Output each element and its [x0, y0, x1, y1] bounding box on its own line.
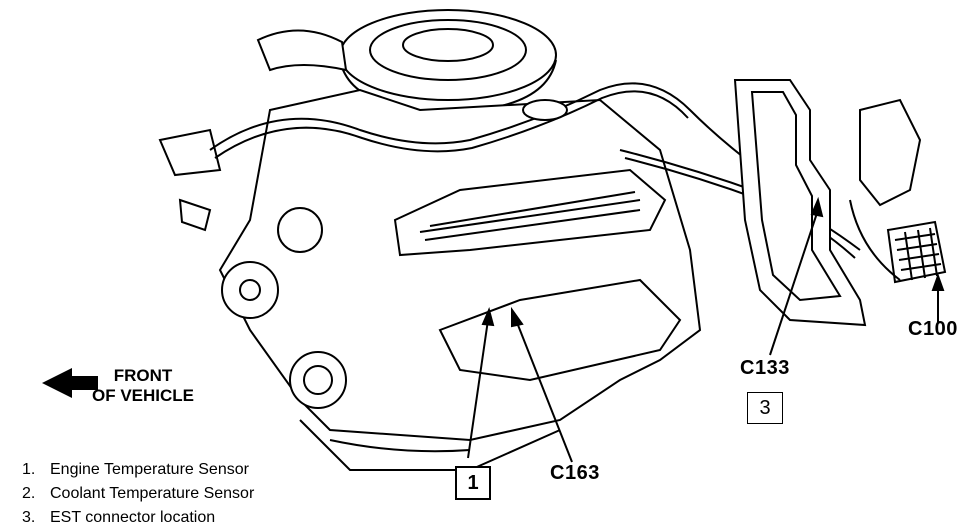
front-line-1: FRONT — [113, 366, 173, 385]
valve-cover — [393, 168, 667, 257]
legend-text: Coolant Temperature Sensor — [50, 485, 255, 502]
legend-text: Engine Temperature Sensor — [50, 461, 249, 478]
front-of-vehicle-label: FRONT OF VEHICLE — [92, 366, 194, 406]
legend-num: 2. — [22, 485, 36, 502]
callout-c100: C100 — [908, 318, 958, 340]
front-line-2: OF VEHICLE — [92, 386, 195, 405]
leader-c163 — [515, 319, 573, 463]
legend-num: 3. — [22, 509, 36, 526]
harmonic-balancer — [289, 351, 347, 409]
legend-text: EST connector location — [50, 509, 216, 526]
air-cleaner — [339, 9, 557, 101]
box-1: 1 — [455, 466, 491, 500]
bracket-panel — [733, 79, 867, 327]
legend-item: 2. Coolant Temperature Sensor — [22, 482, 254, 506]
leader-c133 — [769, 209, 819, 356]
front-arrow-icon — [42, 368, 98, 398]
box-3: 3 — [747, 392, 783, 424]
callout-c163: C163 — [550, 462, 600, 484]
legend: 1. Engine Temperature Sensor 2. Coolant Te… — [22, 458, 254, 530]
water-pump-pulley — [221, 261, 279, 319]
legend-item: 3. EST connector location — [22, 506, 254, 530]
leader-1 — [467, 319, 489, 459]
callout-c133: C133 — [740, 357, 790, 379]
legend-item: 1. Engine Temperature Sensor — [22, 458, 254, 482]
legend-num: 1. — [22, 461, 36, 478]
